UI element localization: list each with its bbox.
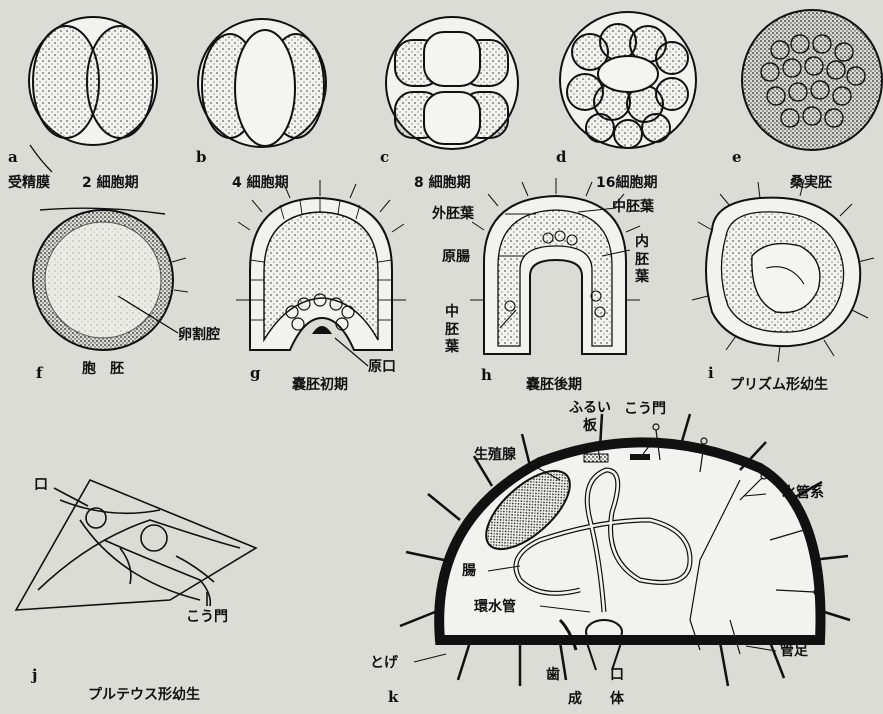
label-blastopore: 原口 — [368, 360, 396, 374]
panel-j-letter: j — [32, 668, 37, 683]
panel-h-caption: 嚢胚後期 — [526, 378, 582, 392]
label-blastocoel: 卵割腔 — [178, 328, 220, 342]
label-tube-foot: 管足 — [780, 644, 808, 658]
label-archenteron: 原腸 — [442, 250, 470, 264]
panel-a-letter: a — [8, 150, 18, 165]
panel-c-caption: 8 細胞期 — [414, 176, 471, 190]
label-fertilization-membrane: 受精膜 — [8, 176, 50, 190]
panel-c-eight-cell — [386, 17, 518, 149]
panel-d-letter: d — [556, 150, 567, 165]
panel-i-letter: i — [708, 366, 714, 381]
panel-j-caption: プルテウス形幼生 — [88, 688, 200, 702]
panel-d-caption: 16細胞期 — [596, 176, 657, 190]
label-ring-canal: 環水管 — [474, 600, 516, 614]
panel-i-prism-larva — [692, 180, 874, 362]
panel-e-letter: e — [732, 150, 742, 165]
label-adult-caption: 成 体 — [568, 692, 624, 706]
panel-k-letter: k — [388, 690, 398, 705]
label-ectoderm: 外胚葉 — [432, 207, 474, 221]
label-gonad: 生殖腺 — [474, 448, 516, 462]
label-adult-anus: こう門 — [624, 402, 666, 416]
label-larva-mouth: 口 — [34, 478, 48, 492]
panel-f-letter: f — [36, 366, 42, 381]
label-madreporite: ふるい板 — [566, 400, 614, 435]
panel-g-early-gastrula — [236, 180, 406, 366]
panel-h-letter: h — [481, 368, 492, 383]
label-larva-anus: こう門 — [186, 610, 228, 624]
label-mesoderm-top: 中胚葉 — [612, 200, 654, 214]
label-mesoderm-left: 中胚葉 — [444, 304, 460, 357]
label-adult-mouth: 口 — [610, 668, 624, 682]
panel-f-caption: 胞 胚 — [82, 362, 124, 376]
panel-f-blastula — [33, 208, 188, 350]
panel-j-pluteus — [16, 480, 256, 610]
panel-b-caption: 4 細胞期 — [232, 176, 289, 190]
label-endoderm: 内胚葉 — [634, 234, 650, 287]
panel-b-four-cell — [198, 19, 326, 147]
panel-e-caption: 桑実胚 — [790, 176, 832, 190]
panel-i-caption: プリズム形幼生 — [730, 378, 828, 392]
panel-c-letter: c — [380, 150, 389, 165]
panel-a-two-cell — [29, 17, 157, 172]
label-spine: とげ — [370, 656, 398, 670]
panel-g-caption: 嚢胚初期 — [292, 378, 348, 392]
panel-a-caption: 2 細胞期 — [82, 176, 139, 190]
label-water-vascular: 水管系 — [782, 486, 824, 500]
panel-g-letter: g — [250, 366, 261, 381]
label-gut: 腸 — [462, 564, 476, 578]
panel-e-morula — [742, 10, 882, 150]
panel-d-sixteen-cell — [560, 12, 696, 148]
label-tooth: 歯 — [546, 668, 560, 682]
panel-b-letter: b — [196, 150, 207, 165]
